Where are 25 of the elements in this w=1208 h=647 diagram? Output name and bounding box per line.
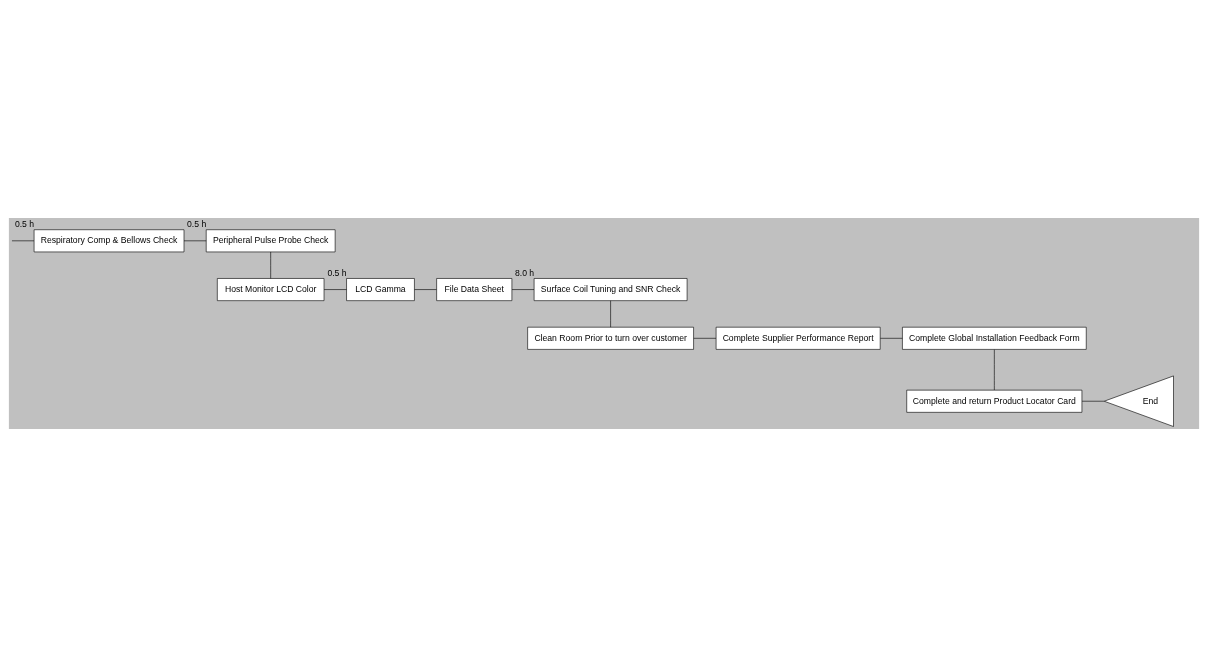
connector bbox=[880, 338, 903, 339]
node-box: Complete and return Product Locator Card bbox=[906, 389, 1083, 413]
connector bbox=[1081, 400, 1105, 402]
connector bbox=[323, 289, 347, 290]
connector bbox=[270, 251, 271, 279]
node-box: Surface Coil Tuning and SNR Check bbox=[533, 278, 688, 301]
connector bbox=[183, 240, 207, 242]
node-box: Complete Global Installation Feedback Form bbox=[902, 326, 1087, 350]
connector bbox=[414, 289, 437, 290]
node-box: File Data Sheet bbox=[436, 278, 513, 301]
node-box: Host Monitor LCD Color bbox=[217, 278, 325, 301]
node-label: 0.5 h bbox=[14, 219, 35, 230]
connector bbox=[693, 338, 717, 339]
connector bbox=[994, 349, 995, 391]
node-box: Clean Room Prior to turn over customer bbox=[527, 326, 694, 350]
connector bbox=[511, 289, 535, 290]
node-label: 8.0 h bbox=[514, 268, 535, 279]
connector bbox=[610, 300, 611, 328]
node-box: Respiratory Comp & Bellows Check bbox=[33, 229, 185, 253]
node-box: Complete Supplier Performance Report bbox=[715, 326, 881, 350]
connector bbox=[11, 240, 35, 242]
node-label: 0.5 h bbox=[187, 219, 207, 230]
node-box: LCD Gamma bbox=[346, 278, 415, 301]
node-box: Peripheral Pulse Probe Check bbox=[205, 229, 336, 253]
node-label: 0.5 h bbox=[327, 268, 347, 279]
